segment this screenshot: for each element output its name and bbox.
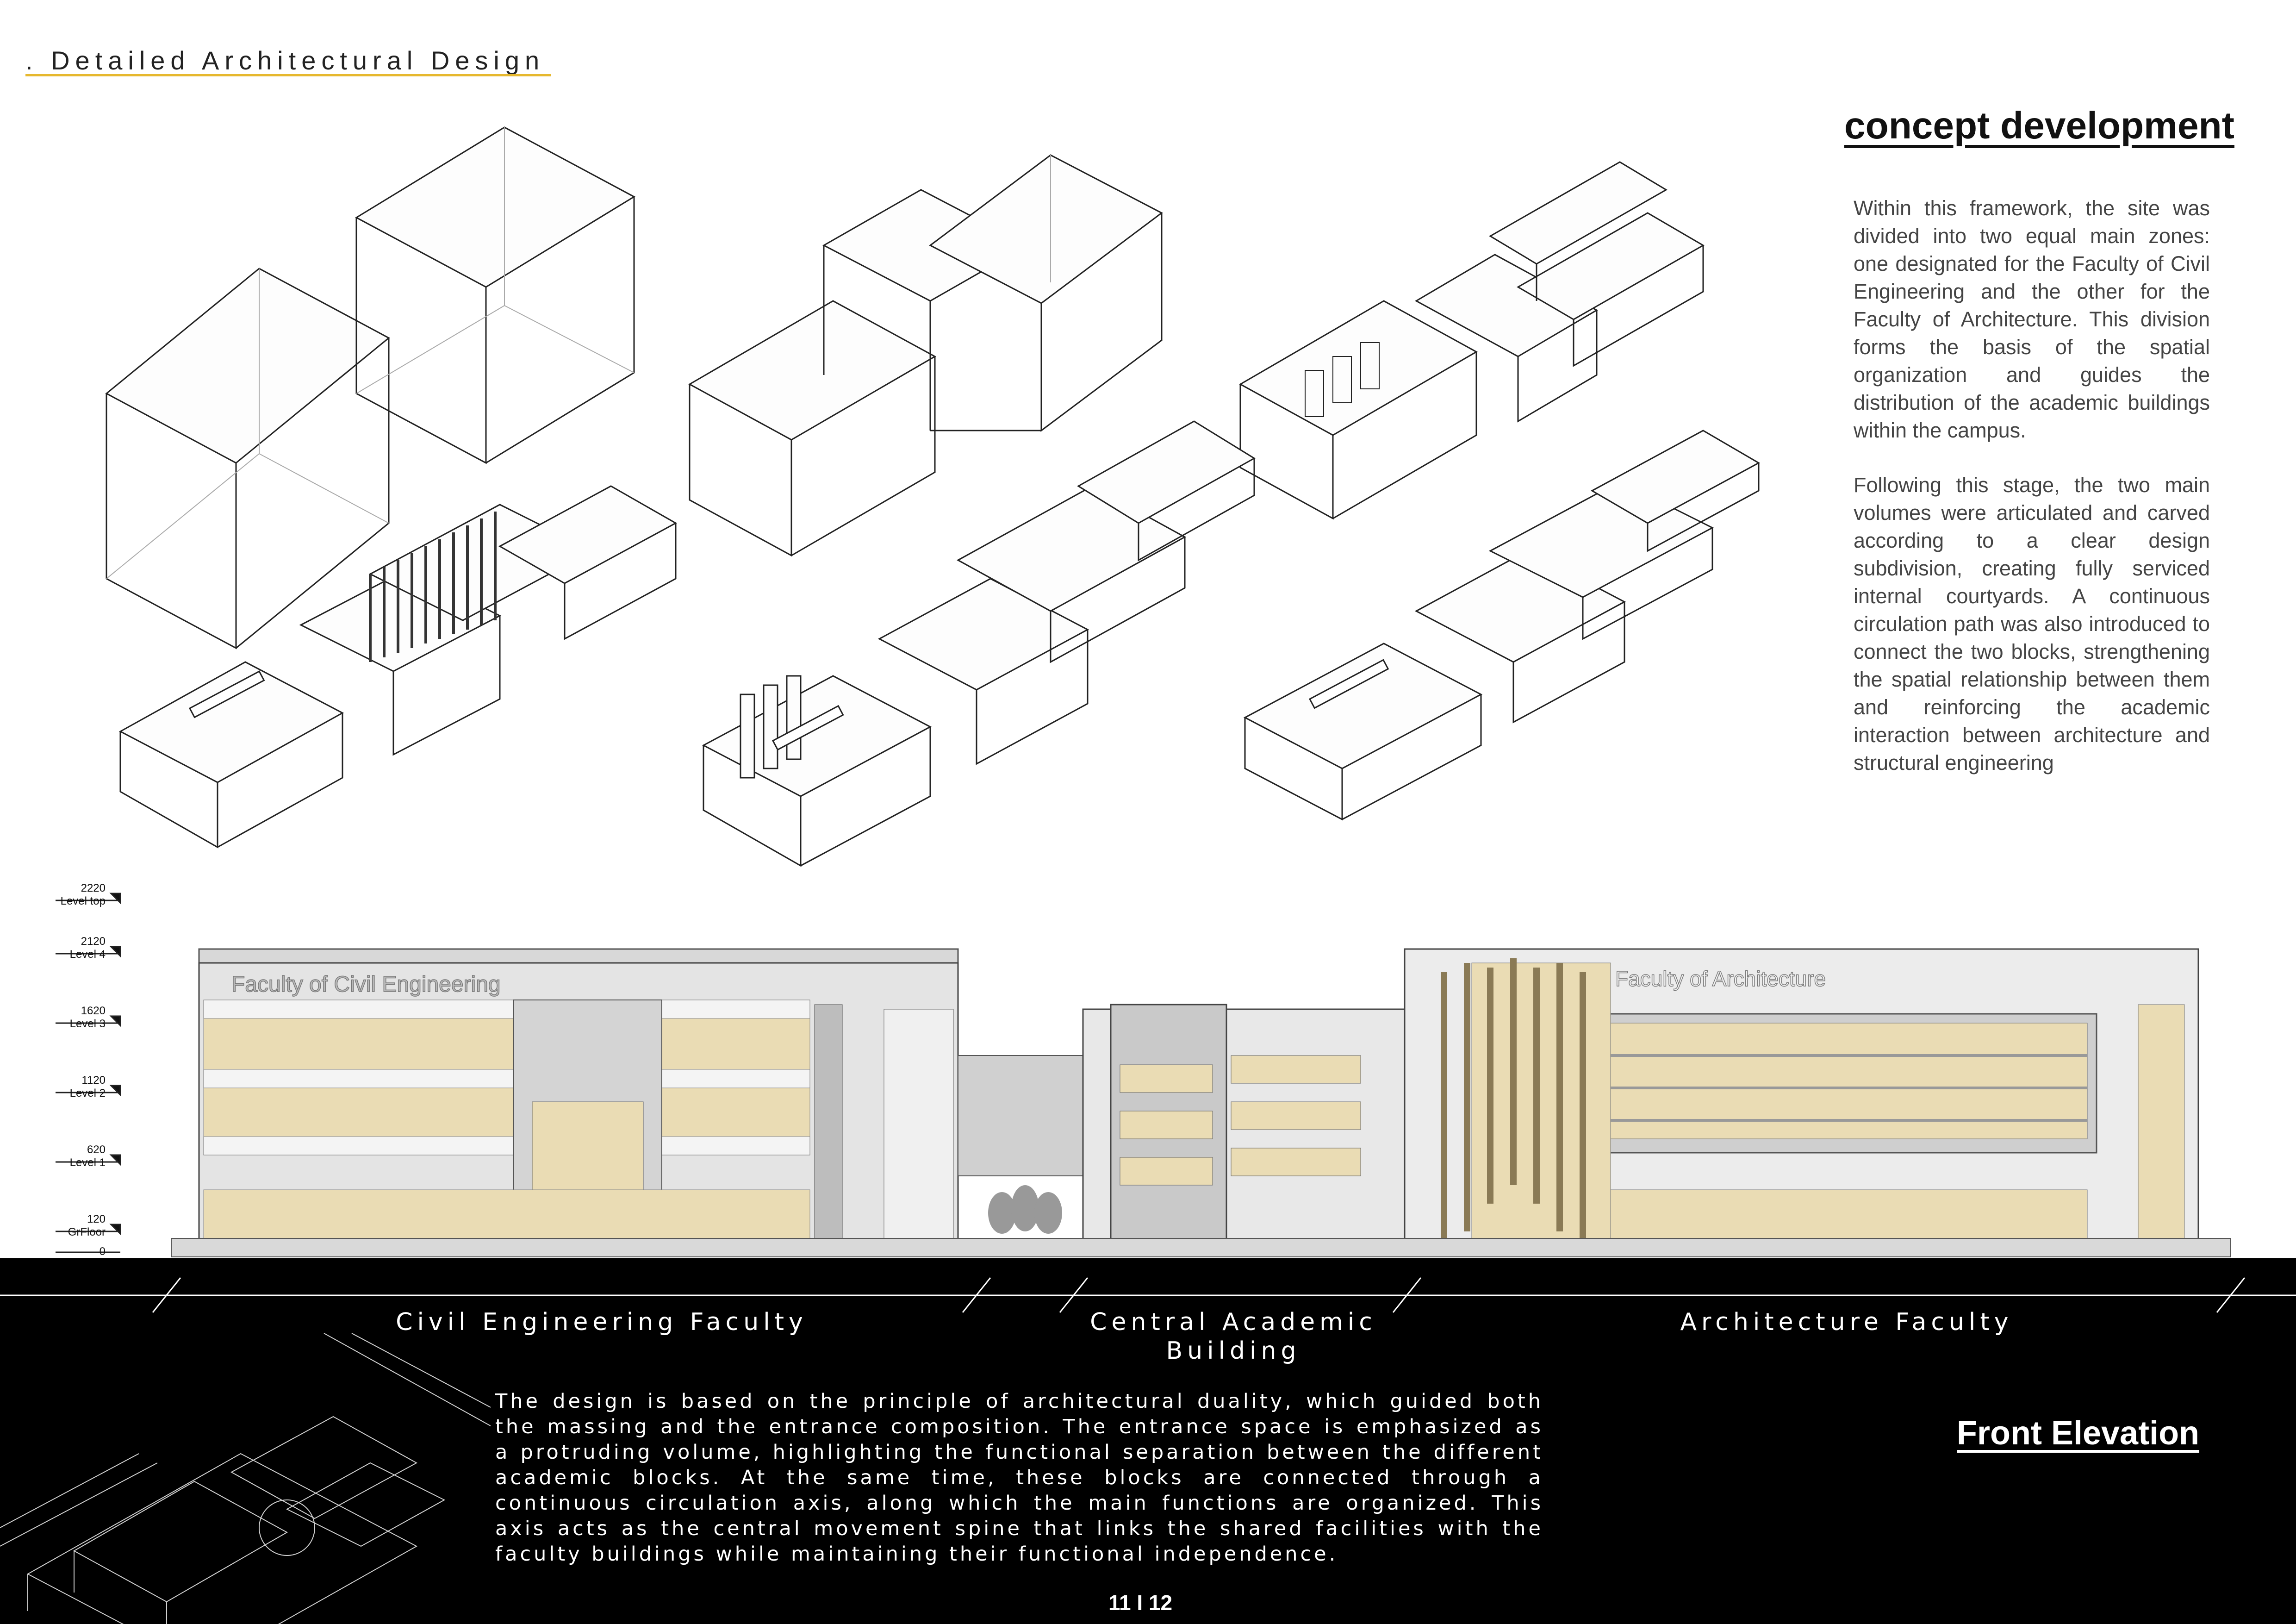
concept-paragraph-1: Within this framework, the site was divi… xyxy=(1854,196,2210,442)
design-description: The design is based on the principle of … xyxy=(495,1390,1543,1566)
page-number: 11 I 12 xyxy=(1108,1591,1173,1615)
civil-building-sign: Faculty of Civil Engineering xyxy=(231,972,501,997)
page-title: . Detailed Architectural Design xyxy=(25,46,545,75)
concept-title: concept development xyxy=(1844,105,2234,147)
front-elevation-drawing: Faculty of Civil Engineering Faculty of … xyxy=(56,893,2231,1257)
massing-step-6 xyxy=(1243,430,1761,821)
concept-paragraph-2: Following this stage, the two main volum… xyxy=(1854,473,2210,775)
massing-step-3 xyxy=(1238,161,1705,520)
title-underline xyxy=(25,74,551,76)
axonometric-view xyxy=(0,1333,491,1624)
civil-engineering-building xyxy=(198,948,959,1246)
civil-faculty-label: Civil Engineering Faculty xyxy=(396,1308,808,1336)
massing-diagrams xyxy=(105,126,1761,867)
footer-band xyxy=(0,1258,2296,1624)
ground-plinth xyxy=(171,1238,2231,1257)
massing-step-4 xyxy=(118,485,678,849)
front-elevation-title: Front Elevation xyxy=(1957,1415,2200,1452)
architecture-building-sign: Faculty of Architecture xyxy=(1615,967,1826,991)
central-building-label-line-1: Central Academic xyxy=(1090,1308,1377,1336)
architecture-faculty-label: Architecture Faculty xyxy=(1680,1308,2013,1336)
architecture-building xyxy=(1404,948,2199,1246)
massing-step-2 xyxy=(688,154,1163,557)
central-academic-building-drawing xyxy=(1082,1004,1422,1251)
massing-step-5 xyxy=(702,420,1256,867)
trees xyxy=(988,1185,1062,1234)
massing-step-1 xyxy=(105,126,636,650)
central-building-label-line-2: Building xyxy=(1166,1337,1301,1365)
level-zero: 0 xyxy=(99,1245,106,1258)
link-bridge xyxy=(958,1055,1083,1176)
section-divider-line xyxy=(0,1277,2296,1313)
